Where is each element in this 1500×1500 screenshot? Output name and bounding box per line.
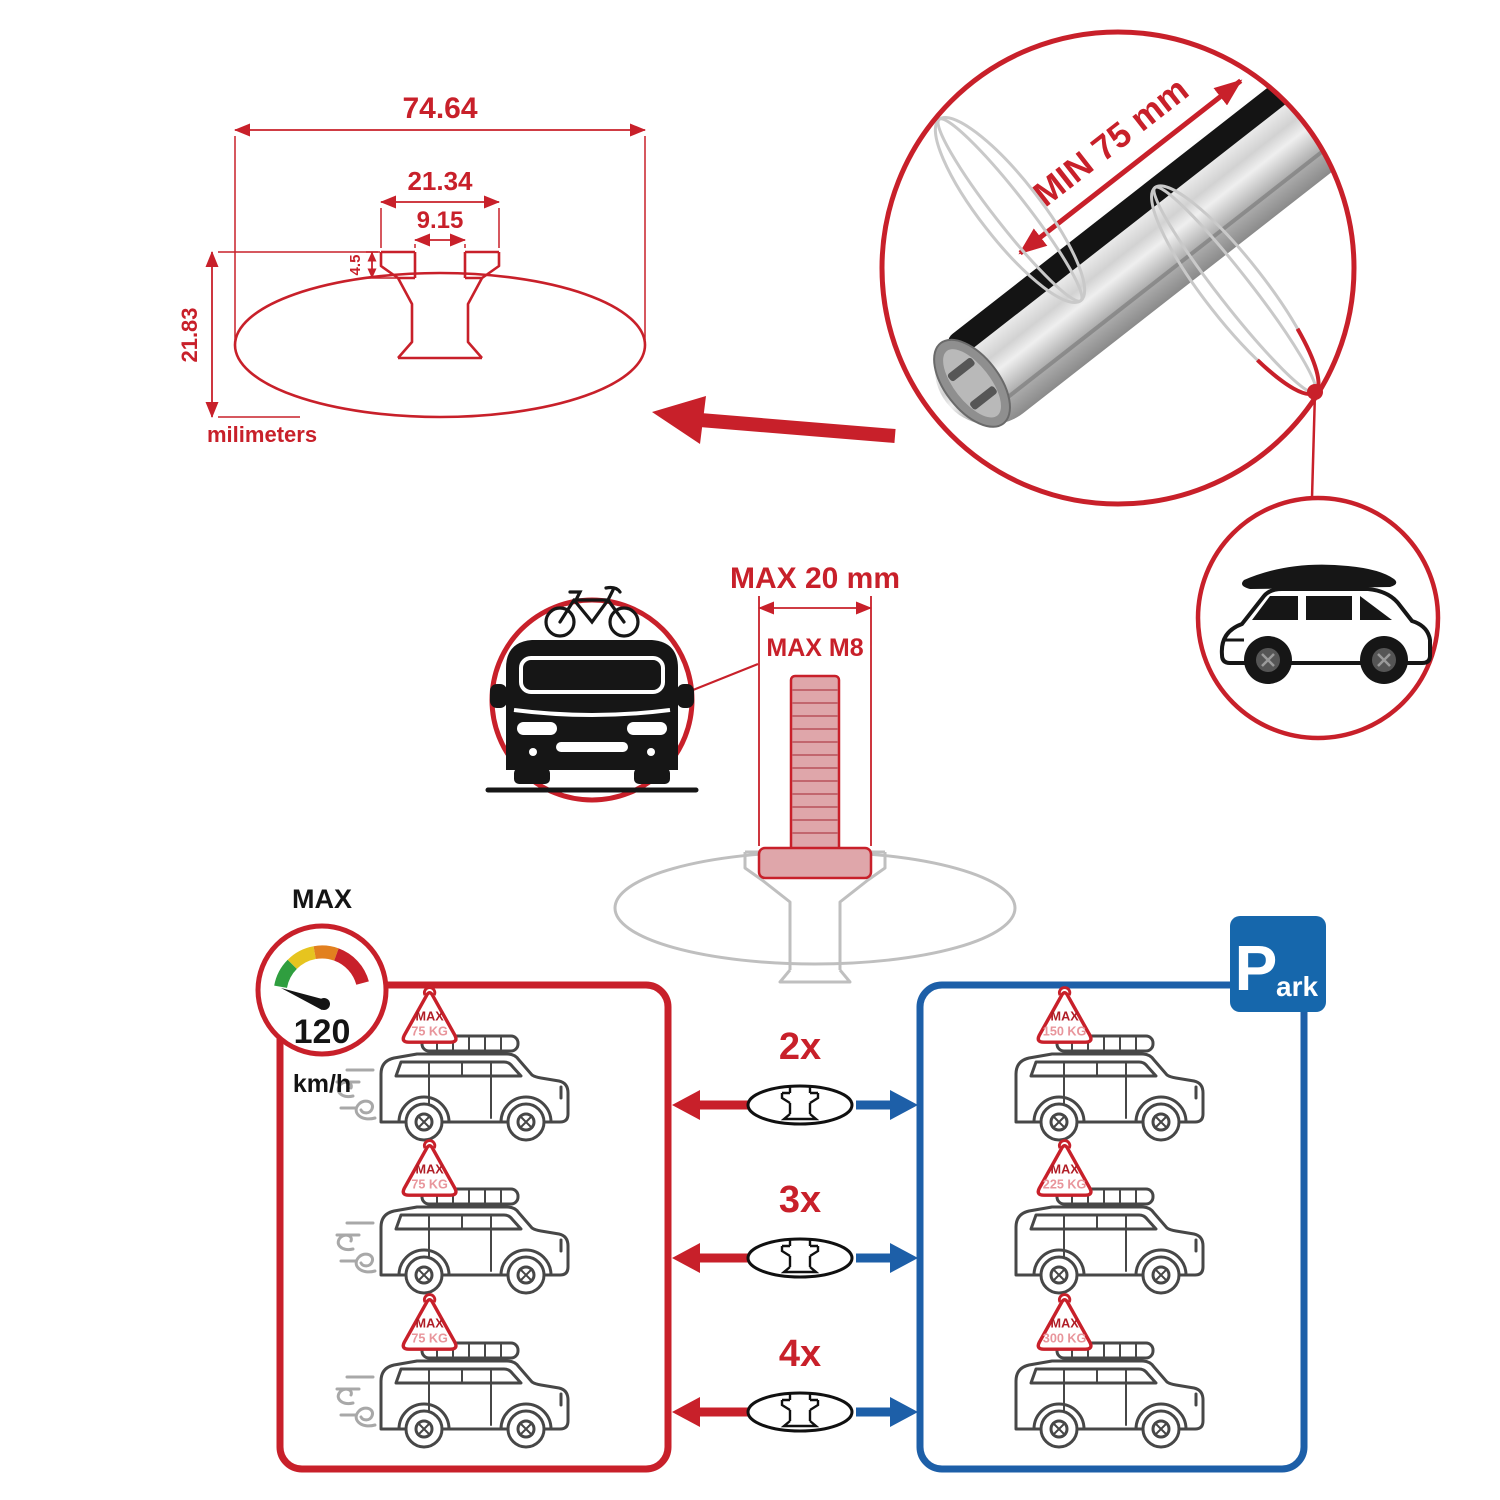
dim-height: 21.83 bbox=[177, 307, 202, 362]
badge-line2: 75 KG bbox=[411, 1177, 448, 1191]
badge-line2: 75 KG bbox=[411, 1331, 448, 1345]
badge-line1: MAX bbox=[416, 1316, 445, 1330]
badge-line2: 300 KG bbox=[1043, 1331, 1087, 1345]
left-arrow-red-icon bbox=[672, 1397, 700, 1427]
parked-panel: MAX 150 KG MAX 225 KG MAX 300 KG P ark bbox=[916, 916, 1326, 1473]
driving-panel: MAX 75 KG MAX 75 KG MAX 75 KG bbox=[276, 981, 672, 1473]
dim-width-channel: 21.34 bbox=[407, 166, 473, 196]
badge-line1: MAX bbox=[416, 1009, 445, 1023]
bicycle-icon bbox=[544, 585, 640, 638]
gauge-units: km/h bbox=[293, 1070, 351, 1098]
badge-line2: 75 KG bbox=[411, 1024, 448, 1038]
badge-line1: MAX bbox=[1051, 1009, 1080, 1023]
bad­ge-line2: 150 KG bbox=[1043, 1024, 1087, 1038]
t-bolt-icon bbox=[757, 674, 873, 880]
pointer-arrow-icon bbox=[652, 396, 896, 444]
quantity-row-2: 3x bbox=[672, 1179, 918, 1279]
park-sign-rest: ark bbox=[1276, 971, 1318, 1002]
right-arrow-blue-icon bbox=[890, 1090, 918, 1120]
quantity-label: 2x bbox=[779, 1026, 821, 1068]
drive-badge-3: MAX 75 KG bbox=[401, 1292, 458, 1351]
bolt-section: MAX 20 mm MAX M8 bbox=[613, 562, 1017, 984]
gauge-max-label: MAX bbox=[292, 884, 352, 914]
suv-roofbox-circle bbox=[1195, 495, 1441, 741]
quantity-label: 3x bbox=[779, 1179, 821, 1221]
park-badge-1: MAX 150 KG bbox=[1036, 985, 1093, 1044]
car-front-icon bbox=[485, 640, 699, 793]
gauge-needle-icon bbox=[281, 988, 326, 1010]
roofbox-car-icon bbox=[1219, 564, 1432, 684]
quantity-label: 4x bbox=[779, 1333, 821, 1375]
right-arrow-blue-icon bbox=[890, 1243, 918, 1273]
dim-width-outer: 74.64 bbox=[402, 92, 477, 125]
quantity-row-1: 2x bbox=[672, 1026, 918, 1126]
park-badge-2: MAX 225 KG bbox=[1036, 1138, 1093, 1197]
park-sign: P ark bbox=[1230, 916, 1326, 1012]
dim-width-slot: 9.15 bbox=[417, 207, 464, 234]
left-arrow-red-icon bbox=[672, 1090, 700, 1120]
park-badge-3: MAX 300 KG bbox=[1036, 1292, 1093, 1351]
badge-line1: MAX bbox=[1051, 1162, 1080, 1176]
dim-lip-depth: 4.5 bbox=[347, 255, 364, 276]
badge-line1: MAX bbox=[1051, 1316, 1080, 1330]
right-arrow-blue-icon bbox=[890, 1397, 918, 1427]
units-label: milimeters bbox=[207, 422, 317, 447]
badge-line1: MAX bbox=[416, 1162, 445, 1176]
bar-detail-circle: MIN 75 mm bbox=[879, 29, 1357, 507]
drive-badge-1: MAX 75 KG bbox=[401, 985, 458, 1044]
speed-gauge: MAX 120 km/h bbox=[255, 884, 389, 1098]
quantity-row-3: 4x bbox=[672, 1333, 918, 1433]
cross-section-drawing: 74.64 21.34 9.15 4.5 21.83 milimeters bbox=[177, 92, 647, 447]
left-arrow-red-icon bbox=[672, 1243, 700, 1273]
car-front-circle bbox=[485, 585, 759, 803]
badge-line2: 225 KG bbox=[1043, 1177, 1087, 1191]
drive-badge-2: MAX 75 KG bbox=[401, 1138, 458, 1197]
park-sign-letter: P bbox=[1235, 932, 1278, 1004]
gauge-value: 120 bbox=[294, 1013, 351, 1051]
bolt-width-label: MAX 20 mm bbox=[730, 562, 900, 595]
bolt-thread-label: MAX M8 bbox=[766, 634, 863, 662]
